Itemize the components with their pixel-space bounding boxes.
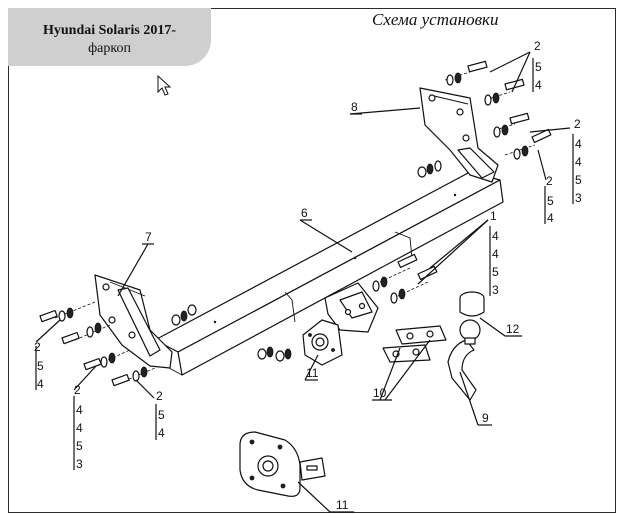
stack-left-3: 2 5 4 [156,389,165,440]
callout-12: 12 [506,322,520,336]
svg-text:4: 4 [158,426,165,440]
svg-text:5: 5 [547,194,554,208]
svg-text:2: 2 [34,340,41,354]
svg-text:3: 3 [76,457,83,471]
product-title: фаркоп [88,41,131,56]
stack-top-right-1: 2 5 4 [534,39,542,92]
mounting-plates [382,325,447,363]
drawing-frame [8,8,616,513]
callout-10: 10 [373,386,387,400]
svg-text:3: 3 [492,283,499,297]
svg-text:5: 5 [535,60,542,74]
left-bracket [94,274,173,369]
svg-text:2: 2 [534,39,541,53]
svg-text:2: 2 [156,389,163,403]
svg-text:4: 4 [535,78,542,92]
callout-11-lower: 11 [336,498,349,512]
callout-6: 6 [301,206,308,220]
callout-11-upper: 11 [306,366,319,380]
svg-text:5: 5 [492,265,499,279]
callout-9: 9 [482,411,489,425]
callout-8: 8 [351,100,358,114]
model-title: Hyundai Solaris 2017- [42,23,177,38]
svg-text:5: 5 [575,173,582,187]
ball-cap [459,291,485,317]
svg-text:2: 2 [574,117,581,131]
scheme-title: Схема установки [372,10,499,29]
title-tab [8,8,211,66]
tow-ball [447,319,481,401]
mouse-cursor-icon [157,74,172,96]
stack-left-2: 2 4 4 5 3 [74,383,83,471]
stack-left-1: 2 5 4 [34,340,44,391]
socket-plate-lower [239,431,326,497]
svg-text:2: 2 [546,174,553,188]
svg-text:3: 3 [575,191,582,205]
fasteners [39,60,552,387]
stack-bars [35,58,574,470]
crossbar-beam [154,171,504,376]
stack-top-right-2: 2 4 4 5 3 [574,117,582,205]
right-bracket [419,87,499,183]
socket-plate-upper [302,319,343,366]
callout-7: 7 [145,230,152,244]
svg-text:2: 2 [74,383,81,397]
svg-text:4: 4 [492,247,499,261]
svg-text:1: 1 [490,209,497,223]
svg-text:5: 5 [37,359,44,373]
leader-lines [35,51,571,513]
svg-text:4: 4 [37,377,44,391]
stack-center-right: 1 4 4 5 3 [490,209,499,297]
svg-text:4: 4 [547,211,554,225]
svg-text:4: 4 [76,421,83,435]
svg-text:4: 4 [575,155,582,169]
svg-text:5: 5 [158,408,165,422]
hitch-receiver [324,282,379,333]
stack-right-mid: 2 5 4 [546,174,554,225]
svg-text:4: 4 [492,229,499,243]
svg-text:5: 5 [76,439,83,453]
svg-text:4: 4 [575,137,582,151]
svg-text:4: 4 [76,403,83,417]
